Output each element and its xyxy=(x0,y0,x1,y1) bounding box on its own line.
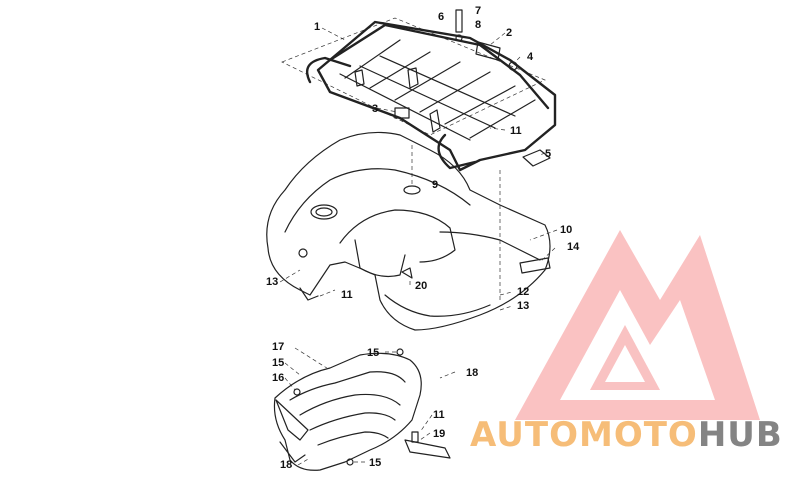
callout-11-fender: 11 xyxy=(341,289,353,301)
rear-fender xyxy=(266,131,551,331)
callout-7: 7 xyxy=(475,5,481,17)
footwell xyxy=(273,348,451,471)
callout-18-right: 18 xyxy=(466,367,478,379)
callouts: 1 2 3 4 5 6 7 8 9 10 11 11 11 12 13 13 1… xyxy=(266,5,580,471)
callout-11-rack: 11 xyxy=(510,125,522,137)
callout-12: 12 xyxy=(517,286,529,298)
callout-8: 8 xyxy=(475,19,481,31)
callout-14: 14 xyxy=(567,241,580,253)
callout-19: 19 xyxy=(433,428,445,440)
callout-15-center: 15 xyxy=(367,347,379,359)
callout-6: 6 xyxy=(438,11,444,23)
callout-15-left: 15 xyxy=(272,357,284,369)
watermark-wordmark: AUTOMOTOHUB xyxy=(470,415,783,455)
callout-2: 2 xyxy=(506,27,512,39)
callout-3: 3 xyxy=(372,103,378,115)
watermark-moto: MOTO xyxy=(578,415,698,455)
callout-5: 5 xyxy=(545,148,551,160)
rear-rack xyxy=(281,9,557,172)
callout-11-footwell: 11 xyxy=(433,409,445,421)
callout-18-bottom: 18 xyxy=(280,459,292,471)
callout-15-bottom: 15 xyxy=(369,457,381,469)
callout-17: 17 xyxy=(272,341,284,353)
leader-lines xyxy=(279,27,558,466)
callout-16: 16 xyxy=(272,372,284,384)
callout-1: 1 xyxy=(314,21,320,33)
callout-4: 4 xyxy=(527,51,534,63)
callout-10: 10 xyxy=(560,224,572,236)
callout-20: 20 xyxy=(415,280,427,292)
watermark-auto: AUTO xyxy=(470,415,579,455)
watermark-hub: HUB xyxy=(697,415,783,455)
callout-13-left: 13 xyxy=(266,276,278,288)
watermark-logo-mark xyxy=(515,230,760,420)
callout-9: 9 xyxy=(432,179,438,191)
callout-13-right: 13 xyxy=(517,300,529,312)
